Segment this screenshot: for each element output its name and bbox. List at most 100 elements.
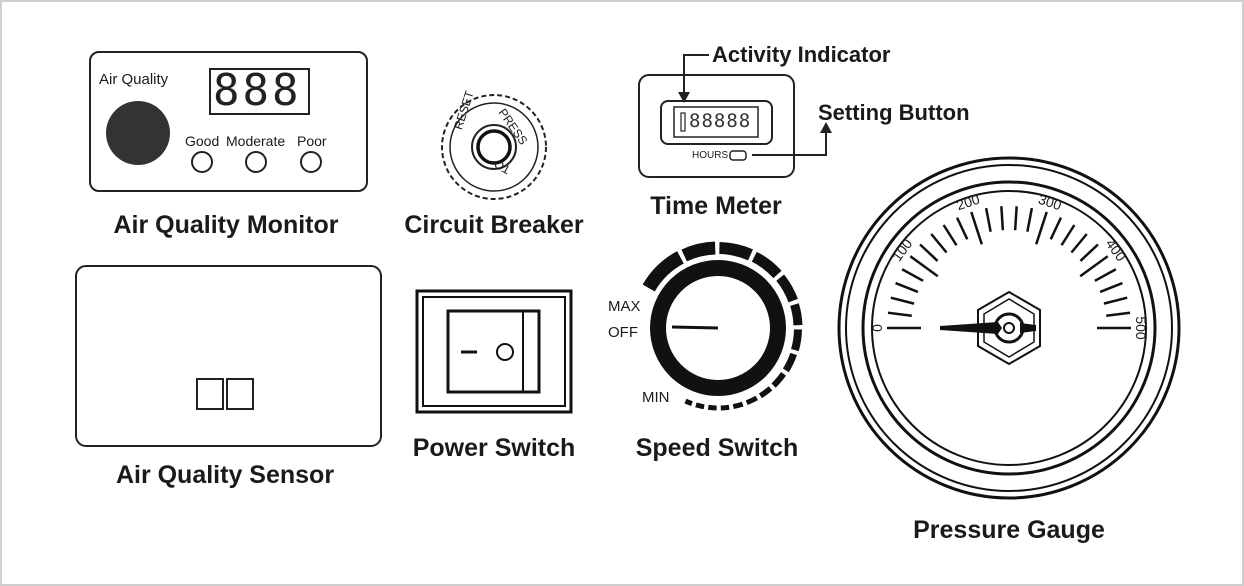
gauge-bezel <box>861 180 1157 476</box>
speed-scale-segment <box>719 242 753 261</box>
gauge-scale-label: 0 <box>869 324 885 332</box>
gauge-minor-tick <box>887 311 912 317</box>
speed-scale-segment <box>745 395 758 406</box>
hours-label: HOURS <box>692 150 729 161</box>
gauge-scale-label: 500 <box>1133 316 1149 340</box>
good-indicator-label: Good <box>185 133 220 149</box>
gauge-major-tick <box>1035 211 1048 245</box>
speed-scale-arcs <box>642 241 803 411</box>
speed-switch-title: Speed Switch <box>635 434 799 462</box>
gauge-minor-tick <box>1013 206 1018 231</box>
breaker-outer-ring <box>441 94 547 200</box>
air-quality-monitor-panel <box>89 51 368 192</box>
speed-scale-segment <box>642 251 684 292</box>
gauge-minor-tick <box>919 243 939 262</box>
gauge-major-tick <box>1079 255 1109 278</box>
time-meter-title: Time Meter <box>650 192 782 220</box>
speed-label-max: MAX <box>608 298 641 315</box>
gauge-minor-tick <box>1000 206 1005 231</box>
speed-label-off: OFF <box>608 324 638 341</box>
speed-scale-segment <box>771 372 786 388</box>
gauge-minor-tick <box>1106 311 1131 317</box>
setting-button-arrowhead <box>820 122 832 133</box>
air-quality-sensor-panel <box>75 265 382 447</box>
air-quality-monitor-title: Air Quality Monitor <box>113 211 339 239</box>
activity-indicator-callout: Activity Indicator <box>712 42 891 67</box>
sensor-port-right <box>226 378 254 410</box>
setting-button[interactable] <box>729 150 747 161</box>
gauge-minor-tick <box>930 233 948 254</box>
speed-scale-segment <box>684 398 693 407</box>
gauge-minor-tick <box>1099 281 1123 294</box>
gauge-minor-tick <box>1103 296 1128 305</box>
setting-button-callout: Setting Button <box>818 100 970 125</box>
power-switch-title: Power Switch <box>412 434 576 462</box>
setting-button-arrow-line <box>752 131 827 156</box>
gauge-needle-tail <box>1020 323 1036 333</box>
gauge-minor-tick <box>901 268 924 282</box>
power-switch-housing <box>415 289 573 414</box>
gauge-dial-face <box>871 190 1147 466</box>
gauge-minor-tick <box>895 281 919 294</box>
activity-indicator-mark <box>680 112 686 132</box>
activity-indicator-arrow-line <box>683 54 709 94</box>
gauge-minor-tick <box>1079 243 1099 262</box>
power-switch-rocker[interactable] <box>446 309 541 394</box>
time-meter-panel <box>638 74 795 178</box>
time-meter-digit-display: 88888 <box>689 110 752 132</box>
gauge-major-tick <box>909 255 939 278</box>
gauge-outer-rim <box>837 156 1181 500</box>
gauge-minor-tick <box>1060 224 1076 246</box>
breaker-reset-button[interactable] <box>476 129 512 165</box>
gauge-hex-nut-inner <box>983 298 1035 358</box>
poor-indicator-light <box>300 151 322 173</box>
speed-knob[interactable] <box>650 260 786 396</box>
power-switch-off-mark <box>496 343 514 361</box>
speed-label-min: MIN <box>642 389 670 406</box>
moderate-indicator-light <box>245 151 267 173</box>
speed-scale-segment <box>707 404 717 411</box>
gauge-minor-tick <box>984 207 992 232</box>
air-quality-knob[interactable] <box>106 101 170 165</box>
breaker-button-outer <box>471 124 517 170</box>
gauge-minor-tick <box>1049 217 1063 240</box>
speed-scale-segment <box>790 303 803 326</box>
gauge-minor-tick <box>942 224 958 246</box>
speed-scale-segment <box>681 241 716 262</box>
gauge-minor-tick <box>955 217 969 240</box>
time-meter-bezel <box>660 100 773 145</box>
good-indicator-light <box>191 151 213 173</box>
gauge-minor-tick <box>1094 268 1117 282</box>
gauge-minor-tick <box>1026 207 1034 232</box>
gauge-scale-ticks <box>887 206 1131 330</box>
speed-scale-segment <box>758 386 773 399</box>
air-quality-sensor-title: Air Quality Sensor <box>115 461 335 489</box>
gauge-minor-tick <box>1070 233 1088 254</box>
speed-scale-segment <box>720 404 730 411</box>
speed-scale-segment <box>695 402 705 410</box>
circuit-breaker-title: Circuit Breaker <box>404 211 584 239</box>
activity-indicator-arrowhead <box>678 92 690 103</box>
power-switch-inner-frame <box>422 296 566 407</box>
gauge-center-pin <box>1003 322 1015 334</box>
breaker-collar <box>449 102 539 192</box>
moderate-indicator-label: Moderate <box>226 133 286 149</box>
gauge-major-tick <box>970 211 983 245</box>
air-quality-display-frame <box>209 68 310 115</box>
speed-scale-segment <box>791 329 802 352</box>
gauge-rim-inner <box>845 164 1173 492</box>
speed-scale-segment <box>751 251 782 279</box>
speed-scale-segment <box>782 352 797 373</box>
speed-scale-segment <box>776 274 798 303</box>
pressure-gauge-title: Pressure Gauge <box>913 516 1105 544</box>
gauge-needle <box>940 322 1002 334</box>
speed-knob-pointer <box>671 325 719 330</box>
